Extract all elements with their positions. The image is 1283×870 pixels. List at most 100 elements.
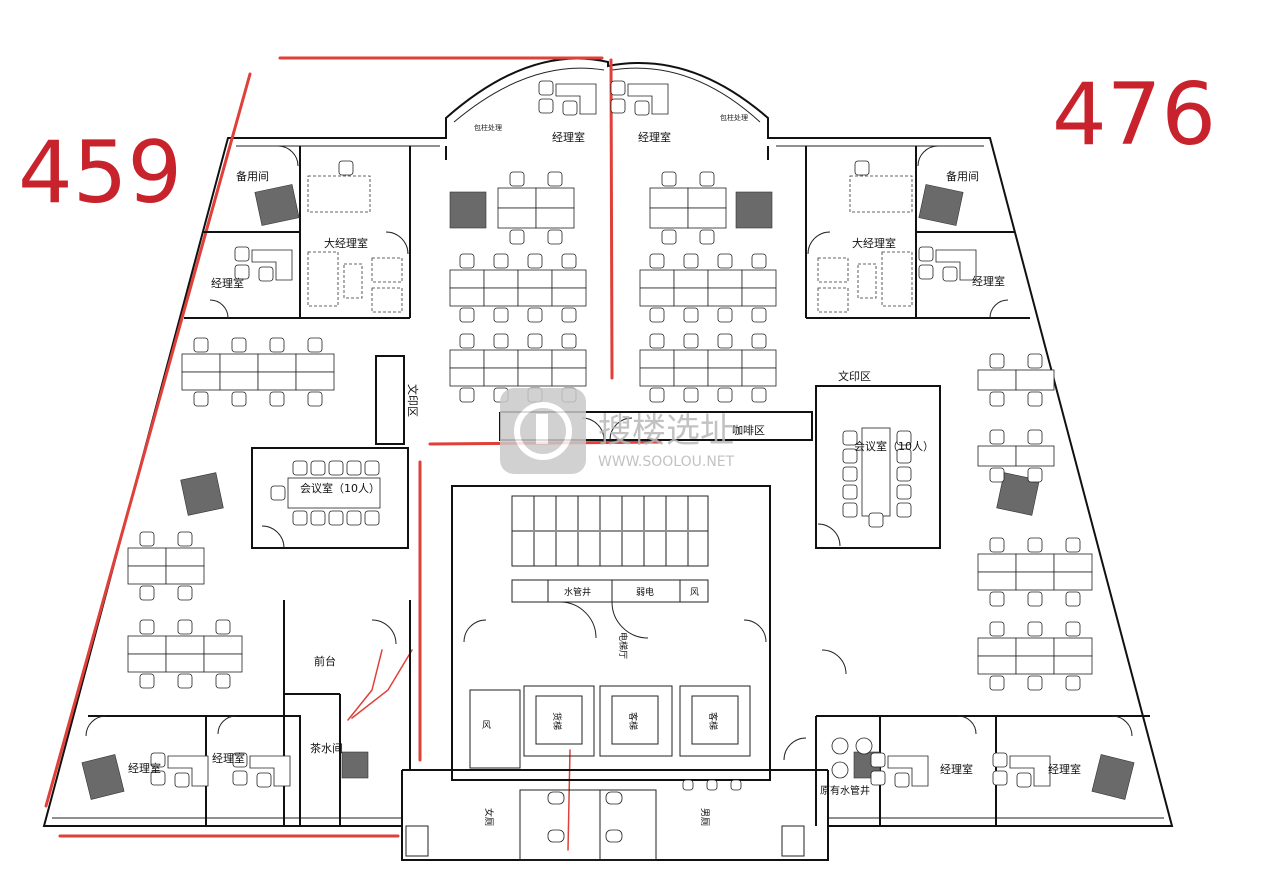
label-tea-room: 茶水间 — [310, 742, 343, 755]
chair — [989, 621, 1005, 637]
workstation-desk — [535, 187, 575, 209]
coffee-table — [343, 263, 363, 299]
workstation-desk — [257, 371, 297, 391]
label-weak-power: 弱电 — [636, 586, 654, 598]
label-passenger-elevator-2: 客梯 — [707, 712, 719, 730]
chair — [459, 307, 475, 323]
building-outline — [42, 57, 1174, 861]
sofa — [307, 251, 339, 307]
workstation-desk — [127, 635, 167, 655]
workstation-desk — [1015, 637, 1055, 657]
manager-desk — [307, 175, 371, 213]
workstation-desk — [517, 349, 553, 369]
chair — [868, 512, 884, 528]
workstation-desk — [1015, 571, 1055, 591]
chair — [896, 484, 912, 500]
chair — [894, 772, 910, 788]
workstation-desk — [1053, 655, 1093, 675]
workstation-desk — [165, 653, 205, 673]
chair — [269, 337, 285, 353]
chair — [751, 253, 767, 269]
label-reception: 前台 — [314, 654, 336, 668]
chair — [1027, 621, 1043, 637]
toilet — [605, 791, 623, 805]
chair — [1027, 353, 1043, 369]
chair — [989, 429, 1005, 445]
chair — [896, 502, 912, 518]
workstation-desk — [707, 349, 743, 369]
chair — [1027, 675, 1043, 691]
chair — [854, 160, 870, 176]
furniture — [127, 80, 1093, 843]
chair — [139, 585, 155, 601]
chair — [751, 333, 767, 349]
manager-desk — [849, 175, 913, 213]
workstation-desk — [649, 187, 689, 209]
workstation-desk — [741, 269, 777, 289]
chair — [493, 253, 509, 269]
chair — [338, 160, 354, 176]
workstation-desk — [203, 653, 243, 673]
label-freight-elevator: 货梯 — [551, 712, 563, 730]
label-manager-top-left: 经理室 — [552, 130, 585, 144]
sofa — [881, 251, 913, 307]
workstation-desk — [649, 207, 689, 229]
workstation-desk — [483, 287, 519, 307]
chair — [992, 770, 1008, 786]
manager-desk — [887, 755, 929, 787]
chair — [562, 100, 578, 116]
workstation-desk — [295, 371, 335, 391]
workstation-desk — [639, 269, 675, 289]
interior-walls — [88, 146, 1150, 826]
chair — [346, 460, 362, 476]
chair — [215, 673, 231, 689]
pipe — [855, 737, 873, 755]
workstation-desk — [483, 349, 519, 369]
workstation-desk — [127, 547, 167, 567]
workstation-desk — [219, 371, 259, 391]
chair — [842, 448, 858, 464]
label-print-right: 文印区 — [838, 369, 871, 383]
manager-desk — [627, 83, 669, 115]
workstation-desk — [551, 367, 587, 387]
workstation-desk — [483, 269, 519, 289]
workstation-desk — [257, 353, 297, 373]
label-coffee: 咖啡区 — [732, 423, 765, 437]
chair — [307, 391, 323, 407]
meeting-table — [861, 427, 891, 517]
room-labels: 备用间 备用间 大经理室 大经理室 经理室 经理室 经理室 经理室 包柱处理 包… — [128, 113, 1081, 826]
chair — [328, 460, 344, 476]
workstation-desk — [977, 445, 1017, 467]
label-passenger-elevator-1: 客梯 — [627, 712, 639, 730]
chair — [292, 510, 308, 526]
chair — [310, 460, 326, 476]
armchair — [371, 257, 403, 283]
label-elevator-hall: 电梯厅 — [617, 632, 629, 659]
chair — [1027, 391, 1043, 407]
chair — [717, 253, 733, 269]
chair — [459, 253, 475, 269]
chair — [509, 229, 525, 245]
workstation-desk — [673, 287, 709, 307]
chair — [610, 98, 626, 114]
chair — [649, 253, 665, 269]
label-meeting-left: 会议室（10人） — [300, 481, 380, 495]
column — [735, 191, 773, 229]
chair — [527, 333, 543, 349]
chair — [364, 460, 380, 476]
chair — [683, 307, 699, 323]
chair — [547, 229, 563, 245]
label-column-note-right: 包柱处理 — [720, 113, 748, 122]
armchair — [817, 287, 849, 313]
workstation-desk — [673, 269, 709, 289]
workstation-desk — [127, 565, 167, 585]
label-big-manager-left: 大经理室 — [324, 236, 368, 250]
chair — [150, 752, 166, 768]
manager-desk — [1009, 755, 1051, 787]
column — [341, 751, 369, 779]
chair — [683, 253, 699, 269]
workstation-desk — [1053, 571, 1093, 591]
label-manager-bottom-4: 经理室 — [1048, 762, 1081, 776]
marker-459: 459 — [18, 123, 182, 223]
chair — [842, 430, 858, 446]
